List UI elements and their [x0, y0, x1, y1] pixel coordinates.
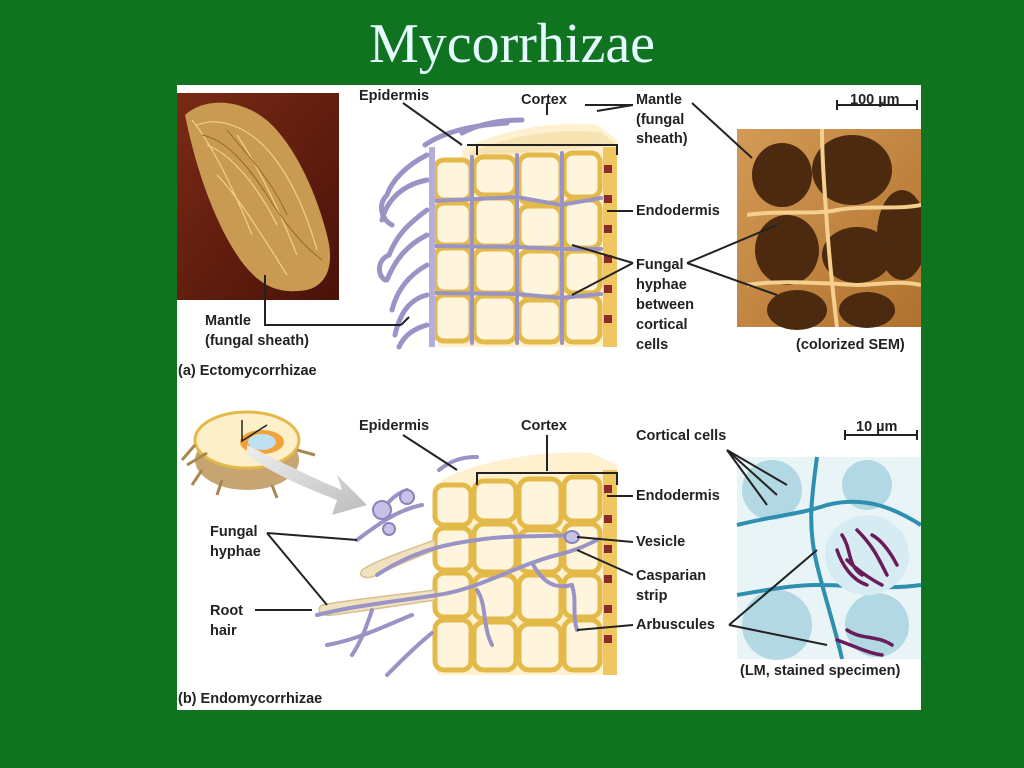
label-mantle-right-1: Mantle — [636, 92, 682, 108]
ecto-sem-photo — [177, 93, 339, 300]
label-fungal-hyphae-1: Fungal — [210, 524, 258, 540]
label-mantle-right-2: (fungal — [636, 112, 685, 128]
label-hyphae-5: cells — [636, 337, 669, 353]
slide-title: Mycorrhizae — [368, 13, 656, 75]
label-hyphae-1: Fungal — [636, 257, 684, 273]
caption-panel-b: (b) Endomycorrhizae — [178, 691, 323, 707]
scale-bar-label-b: 10 µm — [856, 419, 898, 435]
endo-root-section — [315, 452, 617, 677]
label-hyphae-2: hyphae — [636, 277, 687, 293]
label-mantle-right-3: sheath) — [636, 131, 688, 147]
ecto-root-section — [377, 117, 617, 350]
label-mantle-left-2: (fungal sheath) — [205, 333, 309, 349]
label-fungal-hyphae-2: hyphae — [210, 544, 261, 560]
label-root-hair-1: Root — [210, 603, 244, 619]
caption-panel-a: (a) Ectomycorrhizae — [178, 363, 317, 379]
endo-lm-micrograph — [736, 456, 921, 660]
label-mantle-left-1: Mantle — [205, 313, 251, 329]
label-casparian-2: strip — [636, 588, 668, 604]
label-root-hair-2: hair — [210, 623, 237, 639]
label-endodermis-a: Endodermis — [636, 203, 720, 219]
label-hyphae-4: cortical — [636, 317, 688, 333]
micrograph-caption-a: (colorized SEM) — [796, 337, 905, 353]
label-vesicle: Vesicle — [636, 534, 686, 550]
micrograph-caption-b: (LM, stained specimen) — [740, 663, 901, 679]
label-cortex-b: Cortex — [521, 418, 567, 434]
endo-leader-lines — [255, 430, 918, 646]
ecto-leader-lines — [264, 100, 918, 326]
label-cortical-cells: Cortical cells — [636, 428, 727, 444]
label-casparian-1: Casparian — [636, 568, 707, 584]
label-hyphae-3: between — [636, 297, 695, 313]
figure-panel: Epidermis Cortex Mantle (fungal sheath) … — [177, 85, 921, 710]
label-epidermis-a: Epidermis — [359, 88, 430, 104]
magnify-arrow — [247, 445, 367, 515]
root-cross-section-icon — [180, 410, 316, 499]
label-epidermis-b: Epidermis — [359, 418, 430, 434]
diagram-artwork — [177, 93, 921, 677]
label-arbuscules: Arbuscules — [636, 617, 715, 633]
label-cortex-a: Cortex — [521, 92, 567, 108]
scale-bar-label-a: 100 µm — [850, 92, 900, 108]
label-endodermis-b: Endodermis — [636, 488, 720, 504]
